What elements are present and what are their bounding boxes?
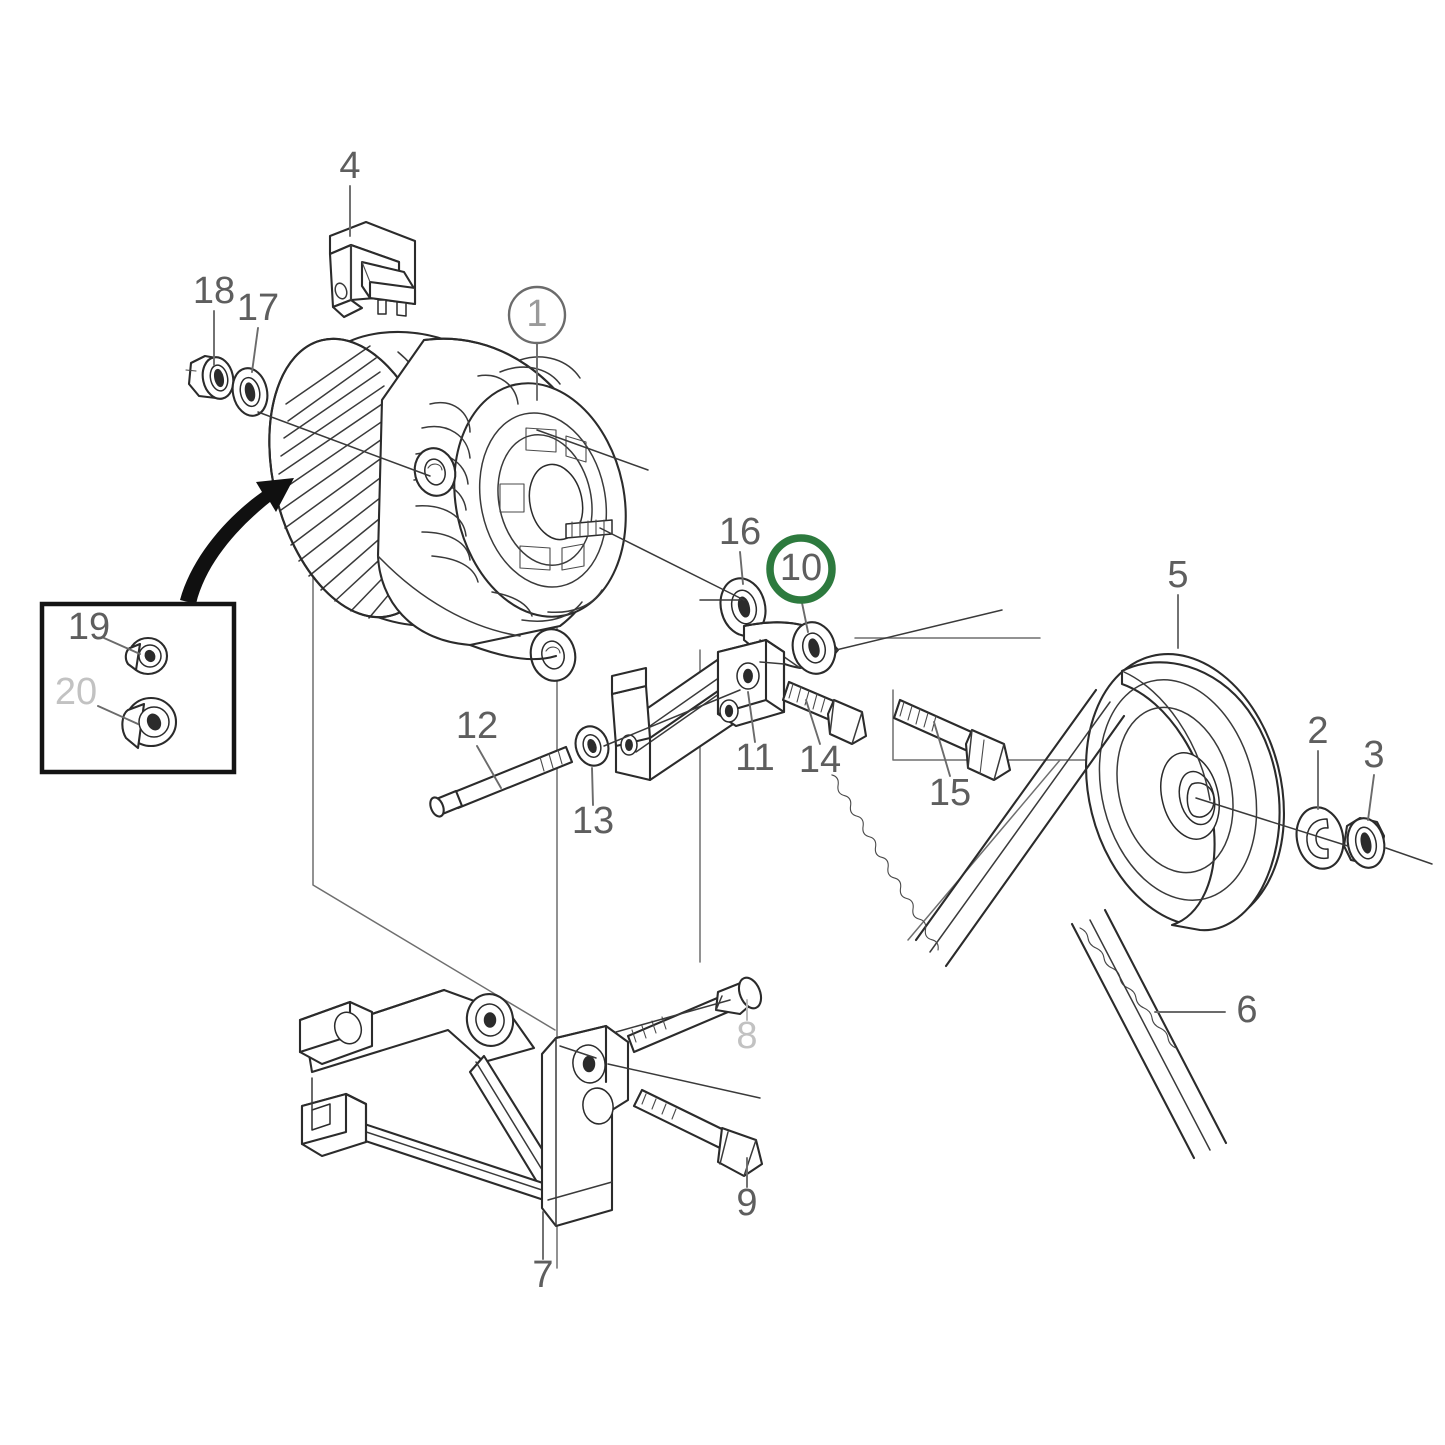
leader-3 <box>1367 774 1375 821</box>
part-15-flange-bolt <box>892 698 1012 782</box>
shaft-axis <box>599 527 745 601</box>
callout-ring-1 <box>507 285 567 345</box>
part-13-washer <box>574 725 610 767</box>
part-4-voltage-regulator <box>328 220 417 319</box>
callout-label-6[interactable]: 6 <box>1236 989 1257 1031</box>
bolt-14-threads <box>788 683 826 713</box>
callout-10-highlighted[interactable]: 10 <box>766 534 836 604</box>
part-20-bush-large <box>121 696 178 750</box>
bolt-12-threads <box>539 749 563 772</box>
leader-17 <box>251 327 259 373</box>
part-14-flange-bolt <box>781 680 868 746</box>
belt-teeth-lower <box>1079 927 1177 1049</box>
alternator-rear-fan-blades <box>499 356 603 622</box>
leader-13 <box>591 767 594 806</box>
part-1-alternator <box>268 330 627 682</box>
callout-label-17[interactable]: 17 <box>237 287 279 329</box>
callout-1[interactable]: 1 <box>507 285 567 345</box>
leader-14 <box>805 699 821 745</box>
part-9-bolt <box>632 1088 764 1178</box>
callout-label-16[interactable]: 16 <box>719 511 761 553</box>
part-10-adjuster-link <box>742 621 840 675</box>
bolt9-axis <box>607 1063 761 1099</box>
callout-label-7[interactable]: 7 <box>532 1254 553 1296</box>
leader-19 <box>103 637 141 655</box>
callout-label-8[interactable]: 8 <box>736 1015 757 1057</box>
callout-label-3[interactable]: 3 <box>1363 734 1384 776</box>
part-18-nut <box>185 354 235 400</box>
part-3-nut <box>1342 816 1386 869</box>
part-19-bush-small <box>124 636 169 676</box>
shaft-threads <box>571 519 605 538</box>
part-6-drive-belt <box>831 688 1228 1160</box>
bolt-9-threads <box>641 1093 677 1120</box>
callout-label-15[interactable]: 15 <box>929 772 971 814</box>
pulley-axis <box>1195 797 1349 847</box>
callout-labels: 1 2 3 4 5 6 7 8 9 10 11 12 13 14 15 16 1… <box>55 145 1385 1296</box>
callout-label-12[interactable]: 12 <box>456 705 498 747</box>
callout-label-14[interactable]: 14 <box>799 739 841 781</box>
callout-label-18[interactable]: 18 <box>193 270 235 312</box>
callout-label-4[interactable]: 4 <box>339 145 360 187</box>
part-2-washer <box>1295 806 1345 870</box>
link-axis <box>835 609 1003 651</box>
nut-axis <box>1385 847 1433 865</box>
leader-12 <box>476 745 502 789</box>
part-11-adjuster-block <box>610 638 786 782</box>
leader-17-to-shaft <box>257 411 431 477</box>
leader-16 <box>739 551 744 585</box>
bolt8-axis <box>615 999 731 1033</box>
callout-label-5[interactable]: 5 <box>1167 554 1188 596</box>
leader-lines <box>97 185 1433 1260</box>
callout-label-13[interactable]: 13 <box>572 800 614 842</box>
callout-label-20[interactable]: 20 <box>55 671 97 713</box>
leader-15 <box>933 721 951 777</box>
end-cap-vent-slots <box>499 427 587 571</box>
washer13-axis <box>603 689 741 747</box>
part-12-long-bolt <box>429 745 574 818</box>
callout-label-9[interactable]: 9 <box>736 1182 757 1224</box>
part-16-spacer-bush <box>719 577 767 637</box>
part-8-bolt <box>626 976 763 1054</box>
part-7-mounting-bracket <box>298 988 630 1228</box>
bolt-8-threads <box>631 1016 667 1043</box>
leader-11 <box>747 691 756 743</box>
callout-label-11[interactable]: 11 <box>735 737 774 779</box>
belt-teeth-upper <box>831 774 939 951</box>
callout-ring-10-highlight <box>766 534 836 604</box>
detail-inset <box>39 478 294 775</box>
callout-label-19[interactable]: 19 <box>68 606 110 648</box>
leader-20 <box>97 705 139 725</box>
callout-label-1: 1 <box>526 293 547 335</box>
leader-1-to-body <box>536 429 649 471</box>
part-17-washer <box>231 367 269 417</box>
callout-label-10: 10 <box>780 547 822 589</box>
callout-label-2[interactable]: 2 <box>1307 710 1328 752</box>
